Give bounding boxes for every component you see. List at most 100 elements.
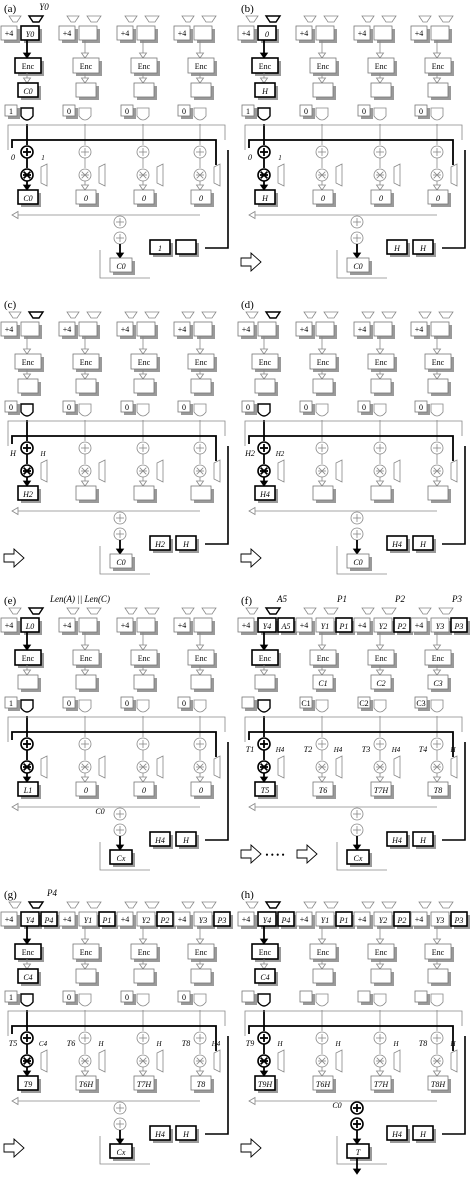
hash-register-2 [175,1125,199,1143]
wire [81,1057,89,1065]
select-box [299,104,315,119]
multiply-input: T1 [246,745,254,754]
box [120,400,134,413]
plus4-label: +4 [178,29,187,38]
accumulator-value: H [261,194,269,203]
select-box [299,990,315,1005]
arrow-head [317,373,327,380]
hash-register-1 [149,831,173,849]
enc-block [130,649,160,668]
enc-label: Enc [432,654,445,663]
mux [124,311,138,319]
cipher-register [75,968,99,986]
hash-value: H4 [391,540,402,549]
accumulator-register [312,189,336,207]
arrow-head [259,373,269,380]
mux [86,311,102,319]
box [78,911,98,927]
xor-node [136,441,150,455]
multiply-input: T8 [419,1039,427,1048]
arrow-head [432,184,442,191]
final-register [346,849,372,867]
box [58,321,76,337]
box [177,400,191,413]
arrow-head [195,373,205,380]
accumulator-value: T6H [316,1080,331,1089]
plus4-box [116,25,136,43]
box [149,1125,171,1141]
hash-value: H [182,540,190,549]
feedback-loop-thin [7,124,226,150]
arrow-head [138,644,148,651]
wire [433,1057,441,1065]
multiply-node [193,760,207,774]
accumulator-register [190,1075,214,1093]
top-input-label: Len(A) || Len(C) [49,594,110,604]
box [120,696,134,709]
box [0,321,18,337]
register-value: Y0 [26,30,34,39]
box [346,553,370,569]
box [427,1075,449,1091]
hash-register-2 [175,239,199,257]
final-value: T [356,1148,361,1157]
mux [361,607,375,615]
accumulator-value: T8H [431,1080,446,1089]
enc-label: Enc [317,948,330,957]
hash-value: H2 [154,540,165,549]
box [353,25,371,41]
arrow-head [259,52,269,59]
box [17,189,39,205]
mux-side [156,755,164,779]
and-gate [78,403,92,417]
top-input-label: P4 [46,888,57,898]
panel-letter: (g) [4,889,17,901]
select-value: 0 [182,699,186,708]
register-value: Y1 [321,622,329,631]
box [367,57,395,74]
register-value: P1 [102,916,112,925]
accumulator-register [370,781,394,799]
select-value: 0 [67,993,71,1002]
accumulator-value: 0 [142,786,146,795]
box [427,968,449,984]
panel-letter: (e) [4,595,17,607]
cipher-register [190,378,214,396]
accumulator-value: T6 [319,786,327,795]
box [299,400,313,413]
mux [8,15,22,23]
and-gate [20,699,34,713]
box [312,674,334,690]
select-box [177,400,193,415]
xor-node [20,737,34,751]
next-step-arrow [240,1137,262,1159]
and-gate [257,107,271,121]
next-step-arrow [3,547,25,569]
box [357,990,371,1003]
select-box [241,696,257,711]
box [386,1125,408,1141]
accumulator-register [254,189,278,207]
select-value: 0 [419,107,423,116]
counter-register [78,617,100,635]
mux-side [393,163,401,187]
box [109,1143,133,1159]
plus4-label: +4 [300,915,309,924]
top-input-label: P3 [451,594,462,604]
cipher-register [75,674,99,692]
and-gate [315,107,329,121]
wire [139,763,147,771]
enc-block [130,57,160,76]
data-register [450,617,470,635]
sum-node-2 [350,1117,364,1131]
box [312,189,334,205]
data-register [277,911,297,929]
box [193,911,213,927]
top-input-label: P1 [336,594,347,604]
feedback-loop-thin [244,420,463,446]
box [116,25,134,41]
box [213,911,231,927]
mux-side [393,459,401,483]
final-register [346,257,372,275]
